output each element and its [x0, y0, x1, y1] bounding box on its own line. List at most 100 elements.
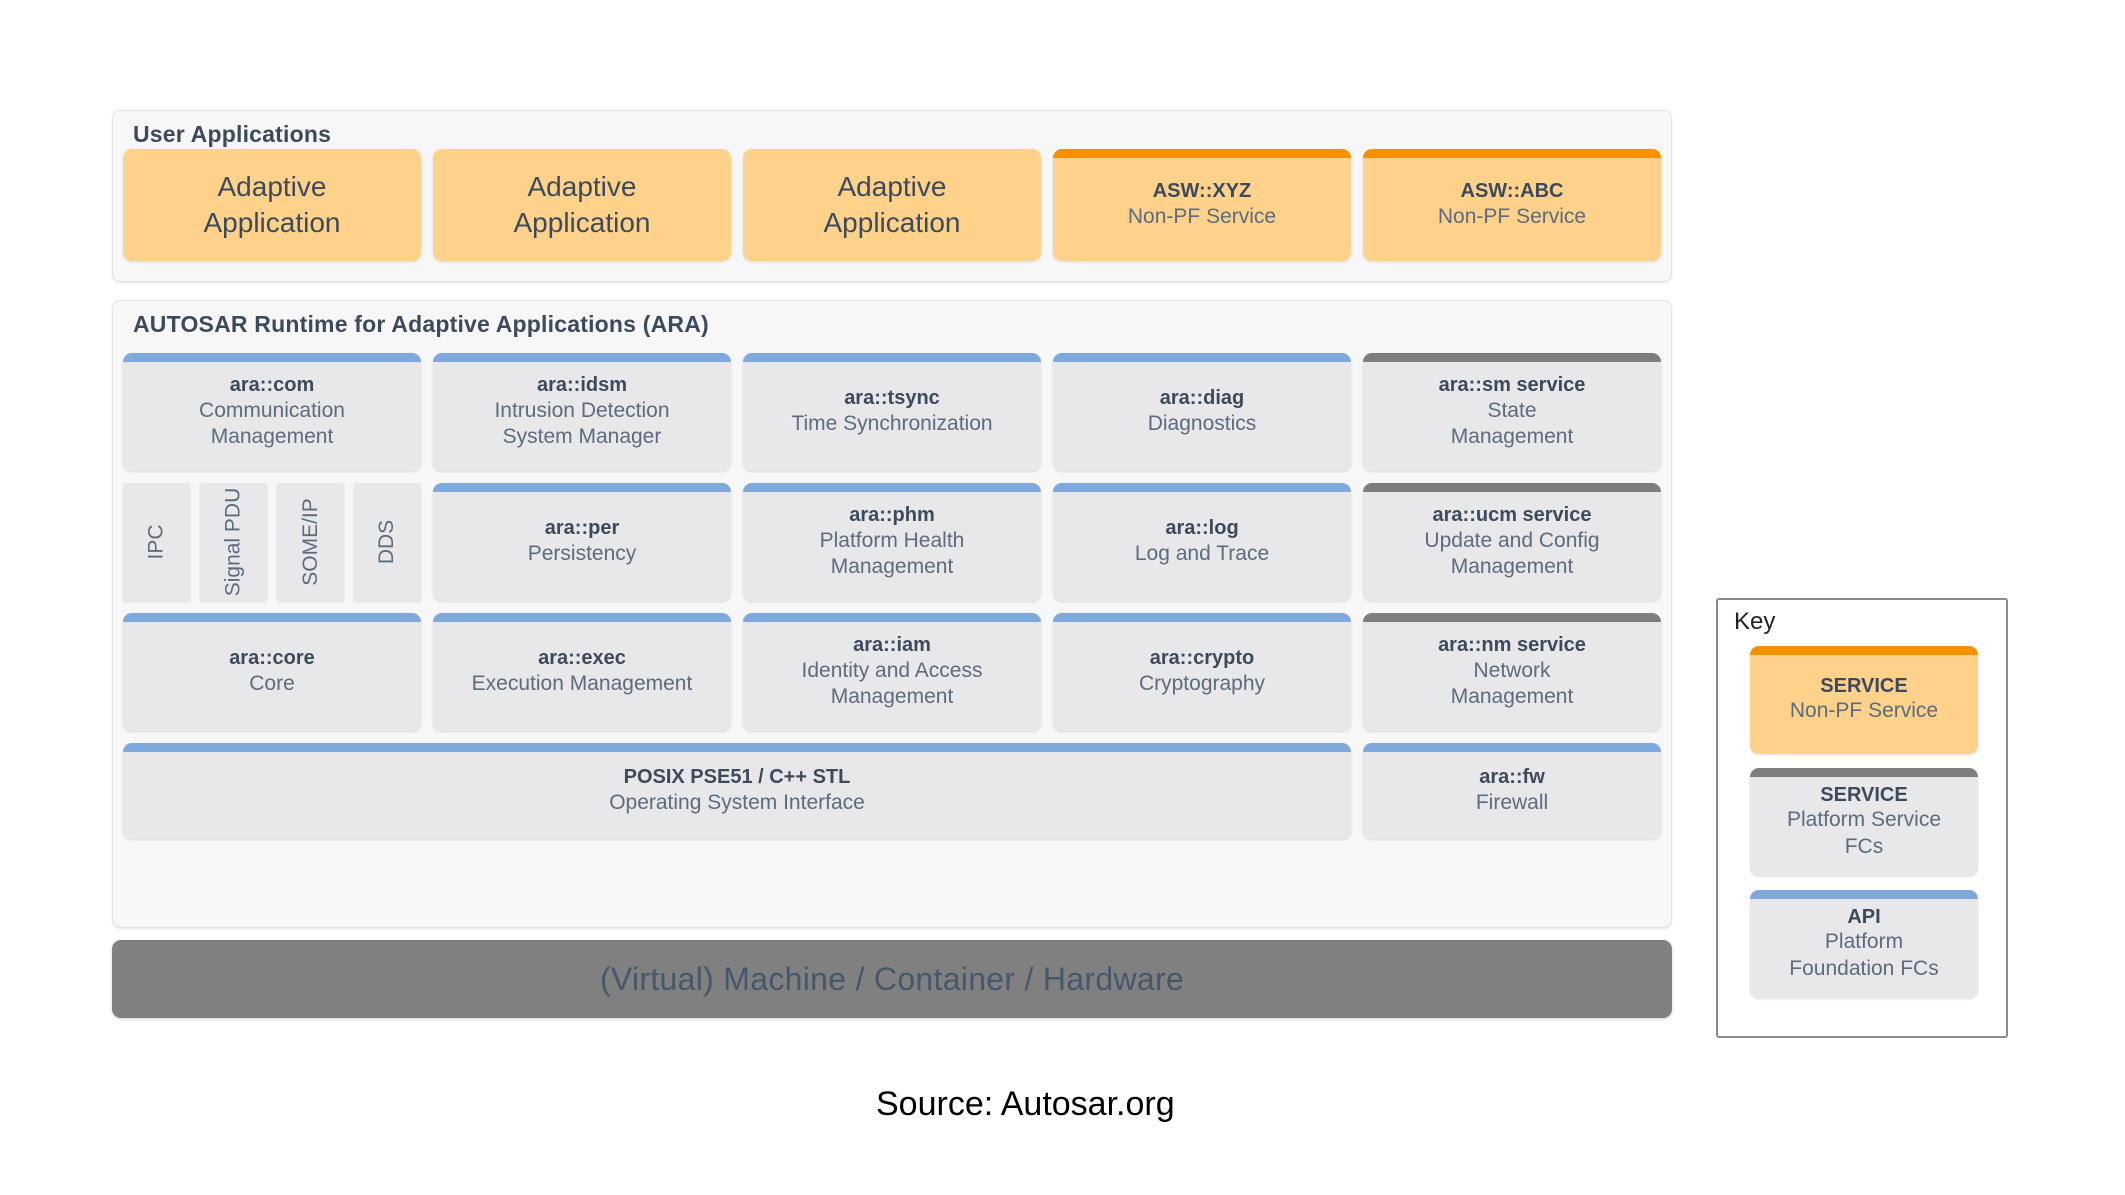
- box-top-bar: [1053, 149, 1351, 158]
- ara-panel: AUTOSAR Runtime for Adaptive Application…: [112, 300, 1672, 928]
- protocol-strip-label: Signal PDU: [221, 487, 245, 597]
- key-item-top-bar: [1750, 890, 1978, 899]
- protocol-strip-label: IPC: [144, 524, 168, 560]
- box-title: ara::fw: [1479, 766, 1545, 789]
- box-subtitle: Non-PF Service: [1437, 205, 1587, 229]
- box-top-bar: [1053, 613, 1351, 622]
- box-title: POSIX PSE51 / C++ STL: [623, 766, 851, 789]
- box-subtitle: Core: [249, 672, 295, 696]
- protocol-strip-label: DDS: [375, 519, 399, 565]
- box-subtitle: Diagnostics: [1147, 412, 1257, 436]
- key-item-title: API: [1847, 906, 1881, 929]
- box-subtitle: Cryptography: [1138, 672, 1266, 696]
- key-item-title: SERVICE: [1820, 675, 1908, 698]
- key-item-top-bar: [1750, 646, 1978, 655]
- box-title: ara::sm service: [1438, 374, 1586, 397]
- protocol-strip-dds: DDS: [354, 483, 421, 601]
- protocol-strip-signal-pdu: Signal PDU: [200, 483, 267, 601]
- box-title: ara::ucm service: [1432, 504, 1592, 527]
- box-top-bar: [433, 483, 731, 492]
- user-applications-title: User Applications: [133, 121, 332, 147]
- key-item-title: SERVICE: [1820, 784, 1908, 807]
- box-top-bar: [743, 353, 1041, 362]
- box-subtitle: Operating System Interface: [609, 791, 865, 815]
- box-top-bar: [123, 353, 421, 362]
- key-item-subtitle: Non-PF Service: [1789, 699, 1939, 723]
- box-subtitle: Firewall: [1475, 791, 1549, 815]
- box-top-bar: [1053, 483, 1351, 492]
- box-title: ara::exec: [538, 647, 626, 670]
- box-top-bar: [123, 743, 1351, 752]
- box-title: ara::com: [229, 374, 315, 397]
- box-title: ara::phm: [849, 504, 935, 527]
- box-title: ara::tsync: [844, 387, 940, 410]
- box-top-bar: [1363, 149, 1661, 158]
- box-top-bar: [1363, 353, 1661, 362]
- box-top-bar: [433, 613, 731, 622]
- box-title: ara::core: [229, 647, 315, 670]
- source-caption: Source: Autosar.org: [876, 1085, 1175, 1123]
- box-title: ASW::ABC: [1460, 180, 1564, 203]
- key-item-top-bar: [1750, 768, 1978, 777]
- ara-title: AUTOSAR Runtime for Adaptive Application…: [133, 311, 709, 337]
- box-top-bar: [1363, 743, 1661, 752]
- box-subtitle: Execution Management: [471, 672, 693, 696]
- hardware-bar-label: (Virtual) Machine / Container / Hardware: [599, 960, 1185, 997]
- box-title: ara::iam: [853, 634, 931, 657]
- box-title: ara::log: [1165, 517, 1239, 540]
- box-title: ASW::XYZ: [1152, 180, 1252, 203]
- protocol-strip-ipc: IPC: [123, 483, 190, 601]
- box-subtitle: Log and Trace: [1134, 542, 1270, 566]
- box-title: ara::idsm: [536, 374, 628, 397]
- box-subtitle: Non-PF Service: [1127, 205, 1277, 229]
- box-top-bar: [1053, 353, 1351, 362]
- box-top-bar: [743, 613, 1041, 622]
- box-top-bar: [123, 613, 421, 622]
- box-top-bar: [1363, 613, 1661, 622]
- hardware-bar: (Virtual) Machine / Container / Hardware: [112, 940, 1672, 1018]
- key-panel-title: Key: [1734, 608, 1776, 635]
- protocol-strip-label: SOME/IP: [298, 498, 322, 586]
- protocol-strip-some-ip: SOME/IP: [277, 483, 344, 601]
- box-top-bar: [433, 353, 731, 362]
- box-subtitle: Persistency: [527, 542, 637, 566]
- box-top-bar: [743, 483, 1041, 492]
- box-title: ara::nm service: [1438, 634, 1586, 657]
